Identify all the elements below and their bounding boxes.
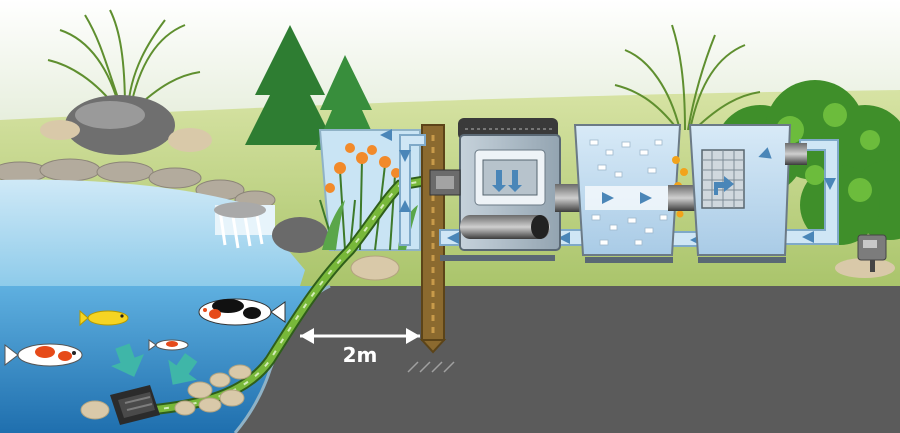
pump-icon <box>110 385 160 425</box>
distance-dimension <box>300 328 420 344</box>
fish-icon <box>148 339 189 351</box>
rock-icon <box>80 255 400 420</box>
fish-icon <box>4 343 83 367</box>
ground-hatching <box>407 361 455 373</box>
sensor-icon <box>835 234 895 278</box>
fish-icon <box>79 309 129 327</box>
conifer-tree <box>245 25 380 150</box>
stream-channel <box>318 129 421 251</box>
waterfall <box>214 202 328 253</box>
pond-edge-stones <box>0 158 276 210</box>
rock-icon <box>40 95 212 155</box>
uv-clarifier-icon <box>688 124 807 263</box>
flow-arrow-icon <box>111 343 198 385</box>
plant-icon <box>614 24 761 131</box>
hose-flow-marks <box>149 179 431 411</box>
media-filter-unit <box>573 124 682 263</box>
fish-icon <box>198 298 286 326</box>
distance-label: 2m <box>343 343 378 367</box>
drum-filter-unit <box>429 118 561 261</box>
